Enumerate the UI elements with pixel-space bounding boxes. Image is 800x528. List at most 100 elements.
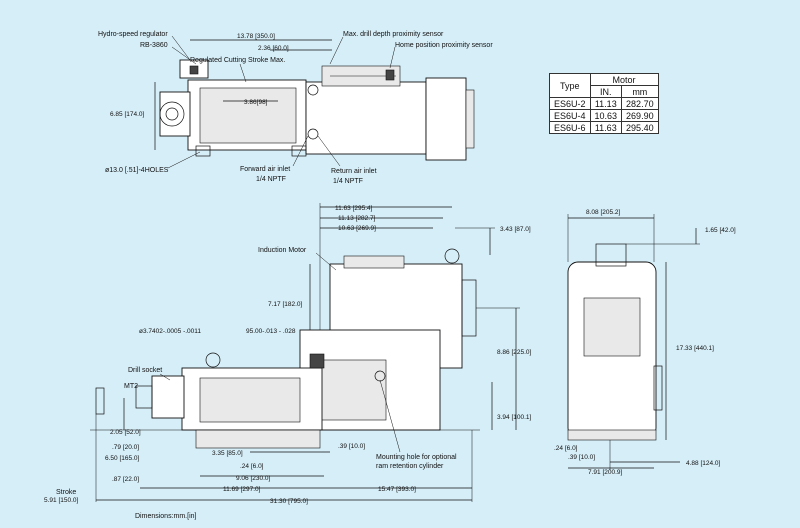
side-lift-eye-front — [205, 352, 221, 368]
label-rb-3860: RB-3860 — [140, 42, 168, 49]
top-air-fitting-2 — [307, 84, 319, 96]
top-foot-2 — [291, 145, 307, 157]
dim-31-30: 31.30 [795.0] — [270, 498, 308, 505]
top-feed-unit — [305, 81, 427, 155]
leader-hydro — [171, 35, 191, 61]
dim-13-78: 13.78 [350.0] — [237, 33, 275, 40]
label-regulated-stroke: Regulated Cutting Stroke Max. — [190, 57, 285, 64]
label-mounting-hole: Mounting hole for optional — [376, 454, 457, 461]
dim-6-50: 6.50 [165.0] — [105, 455, 140, 462]
dim-0-39: .39 [10.0] — [338, 443, 365, 450]
dim-17-33: 17.33 [440.1] — [676, 345, 714, 352]
top-motor-cap — [465, 89, 475, 149]
dim-11-63: 11.63 [295.4] — [335, 205, 373, 212]
side-head-panel — [199, 377, 301, 423]
leader-rb — [171, 46, 197, 65]
label-forward-air: Forward air inlet — [240, 166, 290, 173]
end-top-block — [595, 243, 627, 267]
dim-3-43: 3.43 [87.0] — [500, 226, 531, 233]
dim-0-24: .24 [6.0] — [240, 463, 264, 470]
motor-type-cell: ES6U-4 — [549, 109, 591, 122]
top-view: Hydro-speed regulator RB-3860 Regulated … — [98, 31, 493, 185]
dim-2-05: 2.05 [52.0] — [110, 429, 141, 436]
dim-spindle-mm: 95.00-.013 - .028 — [246, 328, 296, 335]
side-drill-indicator — [95, 387, 105, 415]
dim-7-91: 7.91 [200.9] — [588, 469, 623, 476]
label-max-depth-sensor: Max. drill depth proximity sensor — [343, 31, 444, 38]
top-motor — [425, 77, 467, 161]
dim-11-13: 11.13 [282.7] — [338, 215, 376, 222]
top-spindle-nose — [159, 91, 191, 137]
leader-max-depth — [329, 36, 344, 65]
dim-0-87: .87 [22.0] — [112, 476, 139, 483]
motor-table-type-header: Type — [549, 73, 591, 98]
leader-mount-hole — [379, 379, 401, 453]
top-foot-1 — [195, 145, 211, 157]
leader-return — [317, 135, 341, 167]
dim-end-0-39: .39 [10.0] — [568, 454, 595, 461]
label-dimensions-note: Dimensions:mm.[in] — [135, 513, 197, 520]
motor-in-cell: 11.13 — [589, 97, 623, 110]
motor-type-cell: ES6U-6 — [549, 121, 591, 134]
top-air-fitting — [307, 128, 319, 140]
table-row: ES6U-6 11.63 295.40 — [549, 121, 659, 134]
dim-2-36: 2.36 [60.0] — [258, 45, 289, 52]
dim-10-63: 10.63 [269.9] — [338, 225, 376, 232]
top-spindle-circle — [159, 101, 185, 127]
side-lift-eye-rear — [444, 248, 460, 264]
dim-spindle-dia: ø3.7402-.0005 -.0011 — [139, 328, 201, 335]
dim-0-79: .79 [20.0] — [112, 444, 139, 451]
leader-home — [389, 46, 396, 69]
side-motor-cap — [461, 279, 477, 337]
side-spindle-nose — [151, 375, 185, 419]
top-regulator-knob — [189, 65, 199, 75]
dim-3-35: 3.35 [85.0] — [212, 450, 243, 457]
top-spindle-bore — [165, 107, 179, 121]
motor-in-cell: 11.63 — [589, 121, 623, 134]
dim-8-86: 8.86 [225.0] — [497, 349, 532, 356]
side-feed-panel — [315, 359, 387, 421]
label-ram-retention: ram retention cylinder — [376, 463, 444, 470]
table-row: ES6U-2 11.13 282.70 — [549, 97, 659, 110]
dim-end-0-24: .24 [6.0] — [554, 445, 578, 452]
motor-table-in-header: IN. — [589, 85, 623, 98]
top-head-inner — [199, 87, 297, 144]
end-side-fitting — [653, 365, 663, 411]
label-return-air: Return air inlet — [331, 168, 377, 175]
label-forward-npt: 1/4 NPTF — [256, 176, 286, 183]
leader-drill-socket — [159, 373, 171, 381]
end-view: 8.08 [205.2] 1.65 [42.0] 17.33 [440.1] .… — [554, 209, 736, 476]
side-base — [195, 429, 321, 449]
label-home-sensor: Home position proximity sensor — [395, 42, 493, 49]
dim-15-47: 15.47 [393.0] — [378, 486, 416, 493]
dim-9-06: 9.06 [230.0] — [236, 475, 271, 482]
side-view: 11.63 [295.4] 11.13 [282.7] 10.63 [269.9… — [44, 203, 532, 520]
dim-1-65: 1.65 [42.0] — [705, 227, 736, 234]
motor-table-mm-header: mm — [621, 85, 659, 98]
label-drill-socket: Drill socket — [128, 367, 162, 374]
dim-8-08: 8.08 [205.2] — [586, 209, 621, 216]
dim-stroke: 5.91 [150.0] — [44, 497, 79, 504]
table-row: ES6U-4 10.63 269.90 — [549, 109, 659, 122]
top-home-sensor-block — [385, 69, 395, 81]
motor-mm-cell: 295.40 — [621, 121, 659, 134]
label-return-npt: 1/4 NPTF — [333, 178, 363, 185]
dim-3-86: 3.86[98] — [244, 99, 268, 106]
side-mount-hole — [374, 370, 386, 382]
leader-holes — [167, 151, 201, 169]
side-spindle-tip — [135, 385, 153, 409]
dim-4-88: 4.88 [124.0] — [686, 460, 721, 467]
label-mt2: MT2 — [124, 383, 138, 390]
end-motor-panel — [583, 297, 641, 357]
motor-mm-cell: 269.90 — [621, 109, 659, 122]
leader-induction — [315, 252, 337, 271]
motor-table: Type Motor IN. mm ES6U-2 11.13 282.70 ES… — [549, 73, 659, 134]
motor-in-cell: 10.63 — [589, 109, 623, 122]
motor-type-cell: ES6U-2 — [549, 97, 591, 110]
label-hydro-speed-regulator: Hydro-speed regulator — [98, 31, 168, 38]
side-regulator-knob — [309, 353, 325, 369]
dim-6-85: 6.85 [174.0] — [110, 111, 145, 118]
motor-mm-cell: 282.70 — [621, 97, 659, 110]
